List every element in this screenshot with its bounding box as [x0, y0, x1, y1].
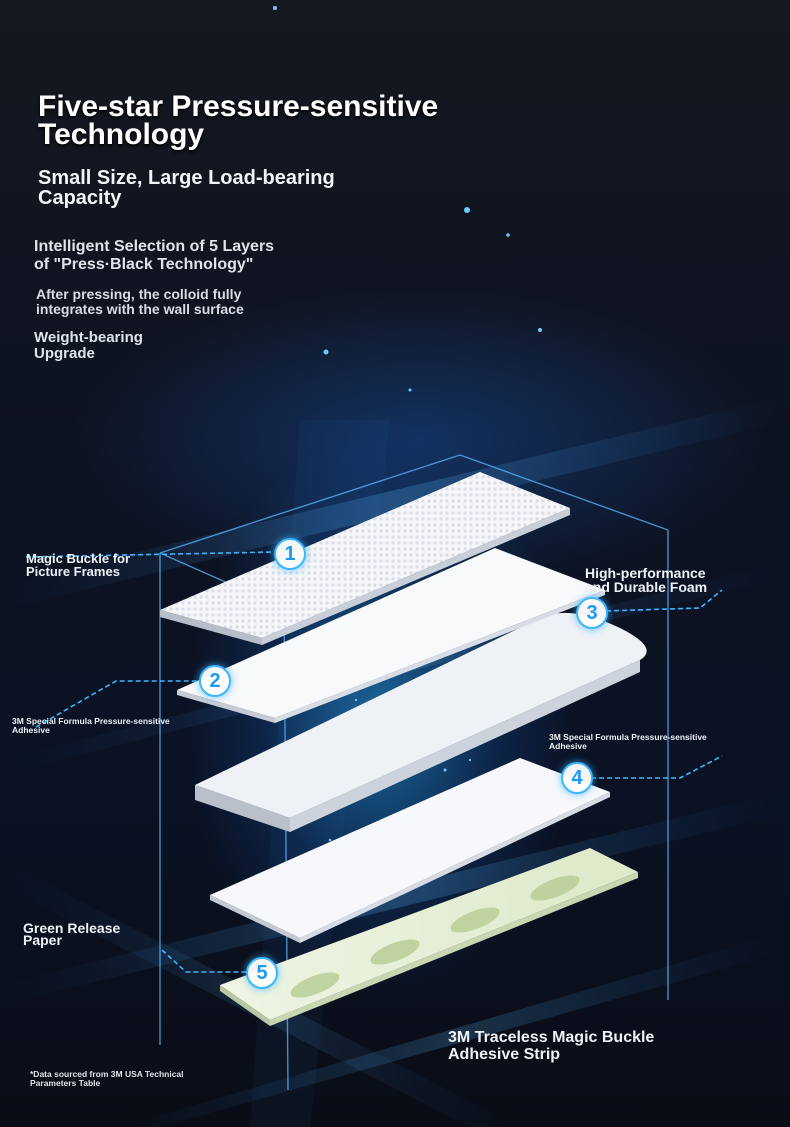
- headline-selection: Intelligent Selection of 5 Layers of "Pr…: [34, 238, 275, 273]
- layer-2-label: 3M Special Formula Pressure-sensitive Ad…: [12, 716, 170, 735]
- headline-subtitle: Small Size, Large Load-bearing Capacity: [38, 167, 335, 209]
- layer-2-adhesive: [177, 548, 605, 723]
- layer-4-label: 3M Special Formula Pressure-sensitive Ad…: [549, 732, 707, 751]
- number-badge-icon: 1: [274, 538, 306, 570]
- headline-note: After pressing, the colloid fully integr…: [36, 286, 244, 317]
- leader-lines: [25, 551, 723, 973]
- headline-title: Five-star Pressure-sensitive Technology: [38, 90, 439, 151]
- layer-5-label: Green Release Paper: [23, 920, 121, 948]
- footnote: *Data sourced from 3M USA Technical Para…: [30, 1069, 184, 1088]
- layer-3-label: High-performance and Durable Foam: [585, 565, 708, 595]
- number-badge-icon: 3: [576, 597, 608, 629]
- layer-3-foam: [195, 612, 647, 832]
- layer-5-release-paper: [220, 848, 638, 1026]
- layer-1-label: Magic Buckle for Picture Frames: [26, 551, 131, 579]
- number-badge-icon: 2: [199, 665, 231, 697]
- product-name: 3M Traceless Magic Buckle Adhesive Strip: [448, 1029, 655, 1063]
- headline-upgrade: Weight-bearing Upgrade: [34, 329, 143, 362]
- layer-4-adhesive: [210, 758, 610, 943]
- layer-1-magic-buckle: [160, 472, 570, 645]
- number-badge-icon: 4: [561, 762, 593, 794]
- number-badge-icon: 5: [246, 957, 278, 989]
